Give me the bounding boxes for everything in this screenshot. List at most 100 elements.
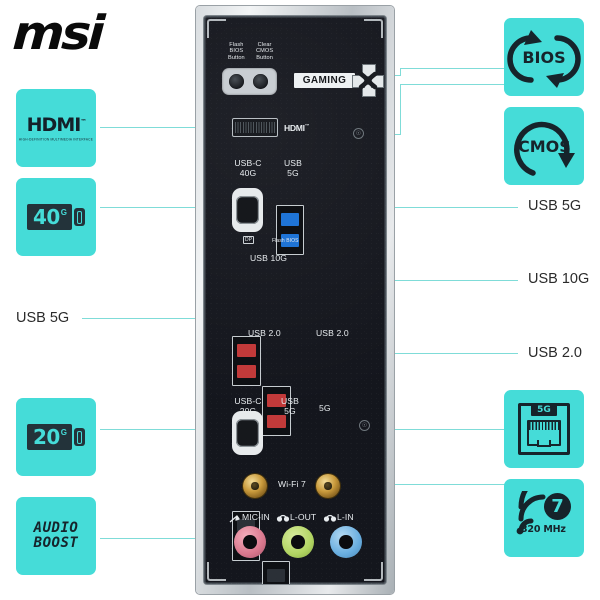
usb-10g-port-right[interactable] bbox=[262, 386, 291, 436]
callout-label-usb-5g-left: USB 5G bbox=[16, 310, 70, 326]
shield-screw-bottom: ☉ bbox=[359, 420, 370, 431]
line-out-jack[interactable] bbox=[282, 526, 314, 558]
wifi-7-label: Wi-Fi 7 bbox=[278, 479, 306, 489]
callout-line-usb5g-left-a bbox=[82, 318, 271, 320]
flash-bios-port-label: Flash BIOS bbox=[272, 238, 299, 244]
gaming-brand-plate: GAMING bbox=[294, 73, 355, 88]
microphone-icon bbox=[229, 515, 240, 523]
hdmi-trademark-icon: ™ bbox=[80, 118, 86, 126]
wifi-generation-number: 7 bbox=[544, 493, 571, 520]
hdmi-logo: HDMI™ HIGH-DEFINITION MULTIMEDIA INTERFA… bbox=[18, 113, 94, 141]
wifi-bandwidth-label: 320 MHz bbox=[521, 524, 566, 535]
usb-10g-label: USB 10G bbox=[250, 253, 288, 263]
hdmi-subtitle: HIGH-DEFINITION MULTIMEDIA INTERFACE bbox=[18, 136, 94, 141]
badge-lan-5g[interactable]: 5G bbox=[504, 390, 584, 468]
callout-line-hdmi bbox=[100, 127, 250, 129]
line-in-jack[interactable] bbox=[330, 526, 362, 558]
shield-corner-top-left bbox=[207, 19, 226, 38]
usb40g-plate: 40 G bbox=[26, 204, 73, 230]
usb-c-connector-icon bbox=[74, 428, 86, 446]
shield-screw-top: ☉ bbox=[353, 128, 364, 139]
line-out-label: L-OUT bbox=[290, 512, 317, 522]
usb20g-icon: 20 G bbox=[26, 424, 86, 450]
usb-2-0-label-right: USB 2.0 bbox=[316, 328, 349, 338]
badge-audio-boost[interactable]: AUDIO BOOST bbox=[16, 497, 96, 575]
msi-logo: msi bbox=[11, 6, 104, 61]
clear-cmos-button[interactable] bbox=[253, 74, 268, 89]
badge-usb-40g[interactable]: 40 G bbox=[16, 178, 96, 256]
badge-flash-bios[interactable]: BIOS bbox=[504, 18, 584, 96]
line-in-icon bbox=[323, 514, 337, 522]
shield-corner-top-right bbox=[364, 19, 383, 38]
bios-label: BIOS bbox=[522, 47, 566, 67]
callout-line-bios-a bbox=[400, 68, 505, 70]
wifi7-icon: 7 320 MHz bbox=[515, 491, 573, 545]
usb40g-number: 40 bbox=[32, 205, 60, 229]
shield-corner-bottom-left bbox=[207, 562, 226, 581]
cmos-reset-arrow-icon bbox=[514, 121, 575, 176]
shield-corner-bottom-right bbox=[364, 562, 383, 581]
badge-hdmi[interactable]: HDMI™ HIGH-DEFINITION MULTIMEDIA INTERFA… bbox=[16, 89, 96, 167]
usb20g-number: 20 bbox=[32, 425, 60, 449]
clear-cmos-line1: Clear bbox=[257, 42, 272, 48]
callout-line-lan5g bbox=[330, 429, 508, 431]
hdmi-port[interactable] bbox=[232, 118, 278, 137]
callout-line-cmos-b bbox=[400, 84, 402, 135]
badge-clear-cmos[interactable]: CMOS bbox=[504, 107, 584, 185]
displayport-alt-mode-icon: DP bbox=[243, 236, 255, 244]
usb-c-20g-port[interactable] bbox=[232, 411, 263, 455]
callout-label-usb-5g-right: USB 5G bbox=[528, 198, 582, 214]
usb-c-40g-label: USB-C 40G bbox=[234, 158, 262, 178]
callout-line-usb5g-right bbox=[282, 207, 518, 209]
usb-c-20g-label: USB-C 20G bbox=[234, 396, 262, 415]
clear-cmos-button-label: Clear CMOS Button bbox=[256, 42, 273, 61]
usb-c-40g-port[interactable] bbox=[232, 188, 263, 232]
rj45-lan-icon: 5G bbox=[518, 403, 570, 455]
usb-10g-port-left[interactable] bbox=[232, 336, 261, 386]
usb-c-connector-icon bbox=[74, 208, 86, 226]
usb-5g-top-label: USB 5G bbox=[284, 158, 302, 178]
audio-boost-logo: AUDIO BOOST bbox=[34, 521, 79, 551]
usb-2-0-label-left: USB 2.0 bbox=[248, 328, 281, 338]
gaming-dpad-icon bbox=[352, 64, 384, 97]
callout-line-wifi7-a bbox=[305, 484, 508, 486]
wifi-waves-icon bbox=[516, 491, 546, 535]
callout-line-cmos-a bbox=[400, 84, 505, 86]
callout-line-usb10g-a bbox=[270, 280, 518, 282]
callout-line-usb40g bbox=[100, 207, 245, 209]
motherboard-io-panel: Flash BIOS Button Clear CMOS Button GAMI… bbox=[196, 6, 394, 594]
lan-connector-body bbox=[527, 420, 561, 447]
flash-bios-line3: Button bbox=[228, 54, 245, 61]
badge-wifi-7[interactable]: 7 320 MHz bbox=[504, 479, 584, 557]
flash-bios-button[interactable] bbox=[229, 74, 244, 89]
usb20g-unit: G bbox=[60, 428, 68, 437]
lan-5g-label: 5G bbox=[319, 403, 331, 413]
badge-usb-20g[interactable]: 20 G bbox=[16, 398, 96, 476]
flash-bios-line1: Flash bbox=[229, 42, 244, 48]
clear-cmos-line2: CMOS bbox=[256, 48, 274, 55]
cmos-label: CMOS bbox=[518, 136, 571, 156]
flash-bios-line2: BIOS bbox=[229, 48, 244, 55]
hdmi-port-label: HDMI™ bbox=[284, 122, 309, 133]
audio-boost-line1: AUDIO bbox=[33, 520, 79, 536]
lan-speed-label: 5G bbox=[531, 404, 557, 416]
mic-in-jack[interactable] bbox=[234, 526, 266, 558]
callout-line-bios-b bbox=[400, 68, 402, 75]
usb40g-unit: G bbox=[60, 208, 68, 217]
wifi-antenna-connector-left[interactable] bbox=[243, 474, 267, 498]
callout-line-usb20-right bbox=[295, 353, 518, 355]
bios-refresh-arrows-icon bbox=[507, 30, 581, 88]
usb-2-0-port-2[interactable] bbox=[262, 561, 290, 584]
mic-in-label: MIC-IN bbox=[242, 512, 270, 522]
wifi-antenna-connector-right[interactable] bbox=[316, 474, 340, 498]
callout-label-usb-2-0: USB 2.0 bbox=[528, 345, 582, 361]
hdmi-text: HDMI bbox=[26, 113, 82, 136]
headphone-icon bbox=[276, 514, 290, 522]
clear-cmos-line3: Button bbox=[256, 54, 273, 61]
audio-boost-line2: BOOST bbox=[33, 535, 79, 551]
line-in-label: L-IN bbox=[337, 512, 354, 522]
usb40g-icon: 40 G bbox=[26, 204, 86, 230]
usb-5g-bottom-label: USB 5G bbox=[281, 396, 299, 416]
usb-5g-top-port[interactable] bbox=[276, 205, 304, 255]
